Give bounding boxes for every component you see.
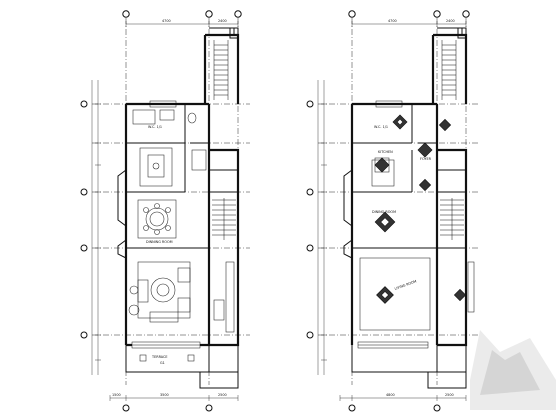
right-bottom-dimensions: 4800 2500 bbox=[339, 393, 467, 412]
dim-label: 3500 bbox=[160, 393, 169, 397]
dim-label: 4800 bbox=[386, 393, 395, 397]
axis-bubble bbox=[348, 404, 356, 412]
left-top-dimensions: 4700 2400 bbox=[125, 19, 239, 27]
dim-label: 4700 bbox=[162, 19, 171, 23]
room-label-terrace: TERRACE bbox=[151, 355, 168, 359]
axis-bubble bbox=[306, 188, 314, 196]
dim-label: 2400 bbox=[446, 19, 455, 23]
left-floor-plan: 4700 2400 bbox=[80, 10, 250, 412]
pattern-stair-top bbox=[438, 118, 452, 132]
room-label-foyer: FOYER bbox=[420, 157, 432, 161]
dim-label: 4700 bbox=[388, 19, 397, 23]
room-label-dining: DINING ROOM bbox=[372, 210, 396, 214]
axis-bubble bbox=[348, 10, 356, 18]
axis-bubble bbox=[122, 404, 130, 412]
axis-bubble bbox=[80, 100, 88, 108]
pattern-stair-right bbox=[453, 288, 467, 302]
dim-label: 2500 bbox=[445, 393, 454, 397]
room-label-kitchen: KITCHEN bbox=[378, 150, 393, 154]
left-stair-tower bbox=[212, 40, 236, 240]
right-axis-bubbles-top bbox=[348, 10, 470, 18]
axis-bubble bbox=[122, 10, 130, 18]
axis-bubble bbox=[205, 404, 213, 412]
axis-bubble bbox=[234, 10, 242, 18]
axis-bubble bbox=[80, 244, 88, 252]
axis-bubble bbox=[433, 404, 441, 412]
room-label-living: LIVING ROOM bbox=[394, 279, 417, 291]
left-room-labels: W.C. 1/1 DINNING ROOM TERRACE G1 bbox=[146, 125, 173, 365]
axis-bubble bbox=[433, 10, 441, 18]
room-label-wc: W.C. 1/1 bbox=[374, 125, 388, 129]
pattern-hall bbox=[418, 178, 432, 192]
left-grid-lines bbox=[92, 18, 250, 385]
axis-bubble bbox=[205, 10, 213, 18]
right-stair-tower bbox=[440, 40, 464, 240]
right-walls bbox=[343, 27, 468, 389]
axis-bubble bbox=[80, 331, 88, 339]
axis-bubble bbox=[306, 100, 314, 108]
terrace-sub-mark: G1 bbox=[160, 361, 165, 365]
right-top-dimensions: 4700 2400 bbox=[351, 19, 467, 27]
pattern-foyer bbox=[417, 142, 433, 158]
dim-label: 2400 bbox=[218, 19, 227, 23]
pattern-wc bbox=[392, 114, 408, 130]
right-side-dimensions bbox=[306, 80, 327, 375]
dim-label: 1500 bbox=[112, 393, 121, 397]
right-ceiling-patterns bbox=[359, 114, 475, 331]
pattern-dining bbox=[374, 211, 396, 233]
pattern-living bbox=[376, 286, 394, 304]
axis-bubble bbox=[80, 188, 88, 196]
left-walls bbox=[117, 27, 240, 389]
watermark-logo bbox=[470, 330, 556, 410]
room-label-dining: DINNING ROOM bbox=[146, 240, 173, 244]
pattern-kitchen bbox=[374, 157, 390, 173]
room-label-wc: W.C. 1/1 bbox=[148, 125, 162, 129]
left-furniture bbox=[128, 109, 235, 362]
left-side-dimensions bbox=[80, 80, 101, 375]
right-floor-plan: 4700 2400 bbox=[306, 10, 478, 412]
axis-bubble bbox=[306, 331, 314, 339]
dim-label: 2500 bbox=[218, 393, 227, 397]
axis-bubble bbox=[306, 244, 314, 252]
left-bottom-dimensions: 1500 3500 2500 bbox=[109, 393, 239, 412]
axis-bubble bbox=[462, 10, 470, 18]
right-room-labels: W.C. 1/1 KITCHEN FOYER DINING ROOM LIVIN… bbox=[372, 125, 432, 291]
left-axis-bubbles-top bbox=[122, 10, 242, 18]
